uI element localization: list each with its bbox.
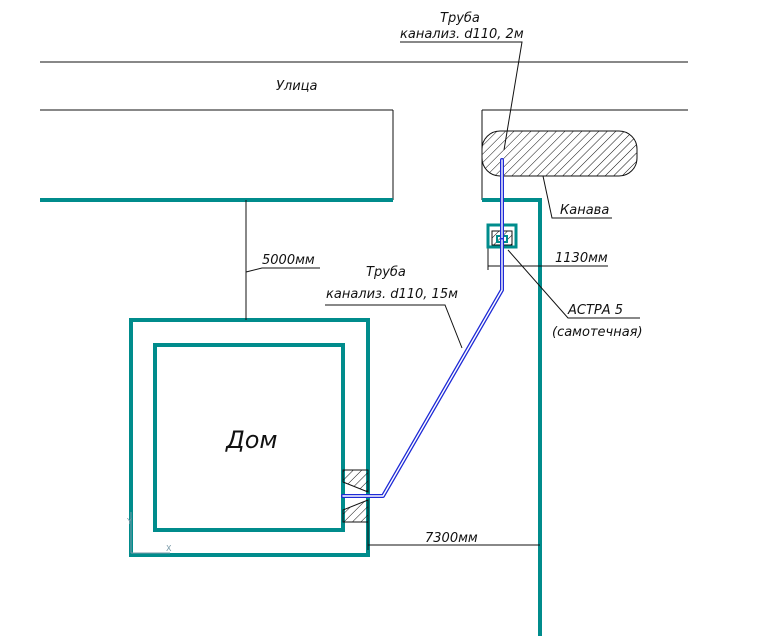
- pipe-mid-label-line2: канализ. d110, 15м: [326, 287, 458, 302]
- pipe-house-tank-core: [342, 239, 503, 497]
- tank-label-line2: (самотечная): [552, 325, 643, 340]
- wall-opening-hatch-bottom: [342, 499, 369, 523]
- pipe-top-label-line1: Труба: [440, 11, 480, 26]
- street-label: Улица: [276, 79, 318, 94]
- dim-house-fence-label: 7300мм: [425, 531, 478, 546]
- dim-street-house-label: 5000мм: [262, 253, 315, 268]
- dim-street-house-leader: [245, 267, 320, 273]
- ditch-hatch: [481, 130, 638, 177]
- leader-pipe-mid: [325, 304, 463, 349]
- tank-label-line1: АСТРА 5: [567, 303, 623, 318]
- ucs-x-label: X: [166, 544, 172, 553]
- wall-opening-hatch-top: [342, 469, 369, 493]
- leader-tank: [507, 249, 640, 319]
- ditch-label: Канава: [560, 203, 609, 218]
- leader-ditch: [542, 175, 612, 219]
- leader-pipe-top: [400, 41, 523, 151]
- pipe-top-label-line2: канализ. d110, 2м: [400, 27, 524, 42]
- pipe-mid-label-line1: Труба: [366, 265, 406, 280]
- house-label: Дом: [225, 426, 278, 454]
- dim-tank-label: 1130мм: [555, 251, 608, 266]
- fence-right: [482, 198, 542, 636]
- ucs-y-label: Y: [126, 517, 132, 526]
